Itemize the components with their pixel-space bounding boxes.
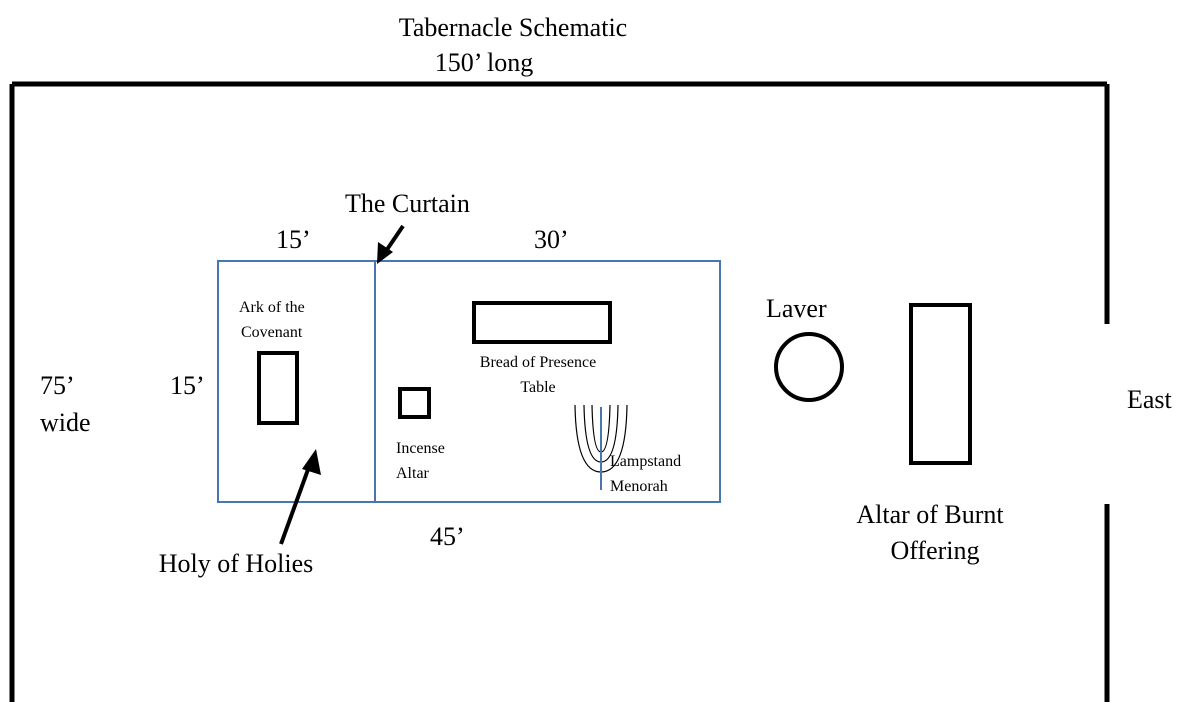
lampstand-label-line2: Menorah bbox=[610, 478, 668, 495]
bread-of-presence-table bbox=[472, 301, 612, 344]
width-label-word: wide bbox=[40, 408, 91, 437]
bread-label-line1: Bread of Presence bbox=[480, 354, 596, 371]
ark-label-line2: Covenant bbox=[241, 324, 303, 341]
ark-of-the-covenant bbox=[257, 351, 299, 425]
tent-length-label: 45’ bbox=[430, 522, 465, 551]
laver bbox=[774, 332, 844, 402]
altar-of-burnt-offering bbox=[909, 303, 972, 465]
width-label-number: 75’ bbox=[40, 371, 75, 400]
menorah-icon bbox=[574, 404, 628, 490]
altar-label-line2: Offering bbox=[890, 536, 979, 565]
holy-of-holies-arrow bbox=[279, 449, 321, 545]
diagram-title: Tabernacle Schematic bbox=[399, 13, 627, 42]
incense-altar bbox=[398, 387, 431, 419]
incense-label-line2: Altar bbox=[396, 465, 430, 482]
tent-height-label: 15’ bbox=[170, 371, 205, 400]
curtain-arrow bbox=[377, 224, 405, 264]
lampstand-label-line1: Lampstand bbox=[610, 453, 681, 470]
laver-label: Laver bbox=[766, 294, 827, 323]
length-label: 150’ long bbox=[435, 48, 533, 77]
tent-structure bbox=[217, 260, 721, 503]
east-label: East bbox=[1127, 385, 1173, 414]
altar-label-line1: Altar of Burnt bbox=[856, 500, 1004, 529]
ark-label-line1: Ark of the bbox=[239, 299, 305, 316]
incense-label-line1: Incense bbox=[396, 440, 445, 457]
tent-outline bbox=[217, 260, 721, 503]
bread-label-line2: Table bbox=[520, 379, 555, 396]
holy-of-holies-width-label: 15’ bbox=[276, 225, 311, 254]
courtyard-wall bbox=[9, 81, 1110, 702]
curtain-label: The Curtain bbox=[345, 189, 470, 218]
holy-place-width-label: 30’ bbox=[534, 225, 569, 254]
holy-of-holies-label: Holy of Holies bbox=[159, 549, 314, 578]
